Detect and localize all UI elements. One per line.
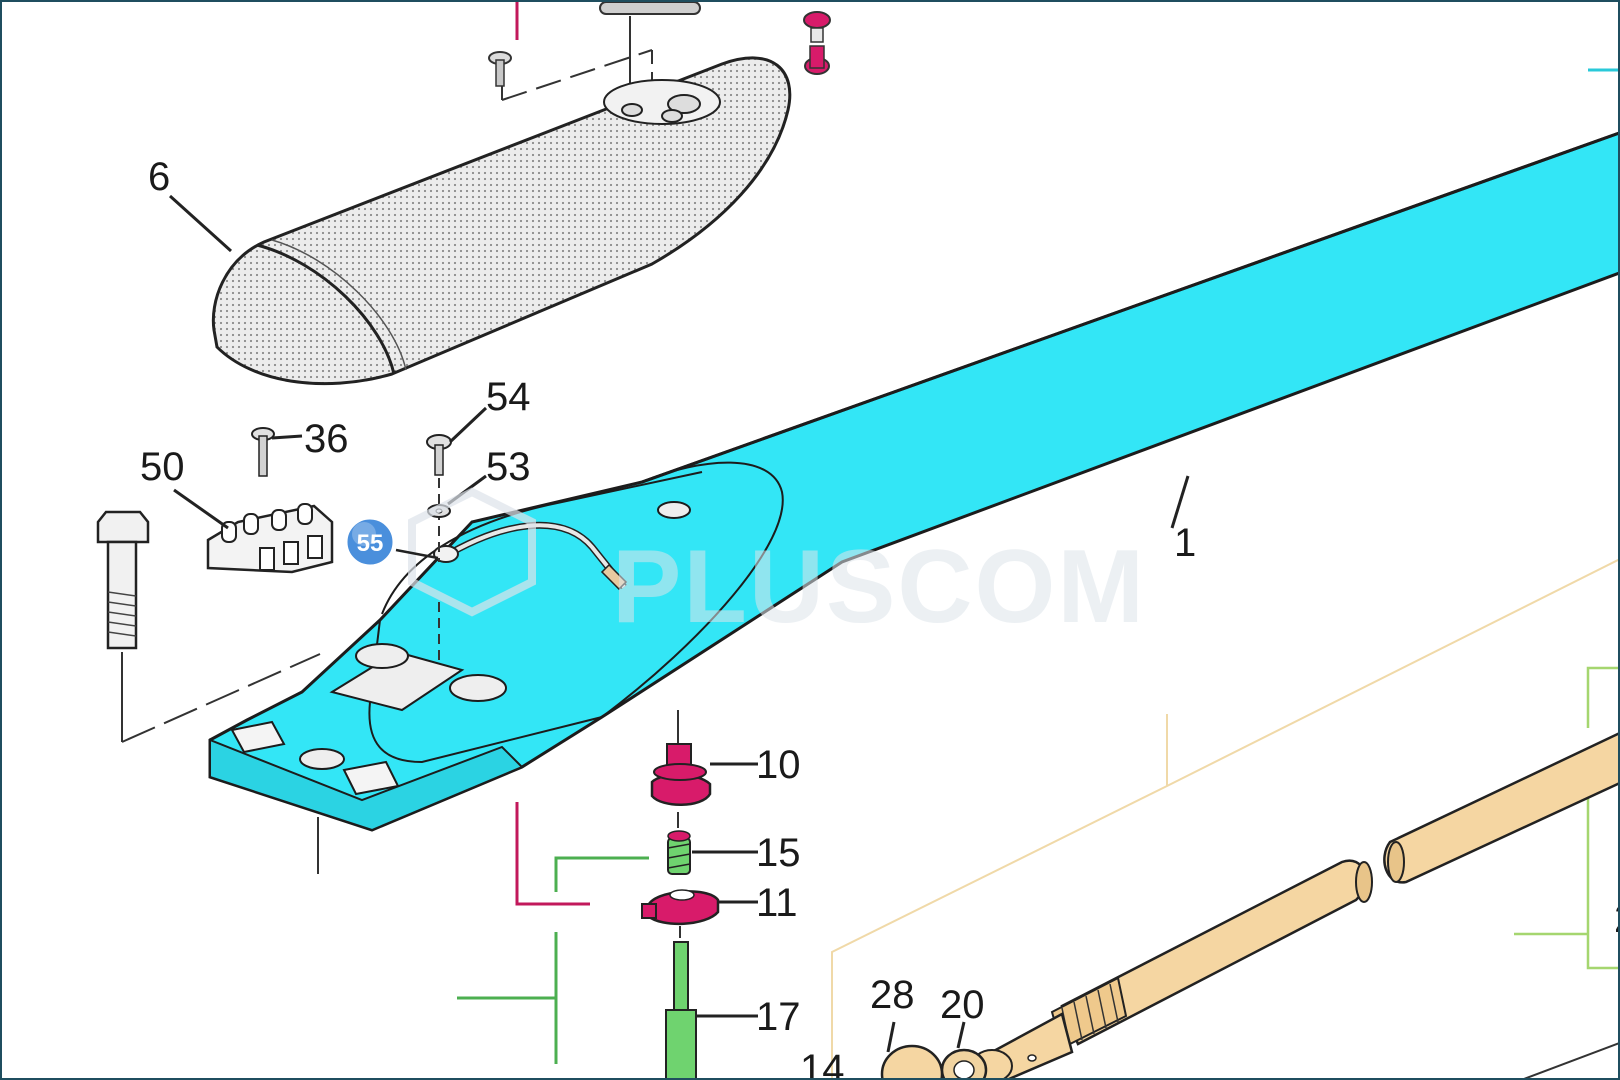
callout-10: 10 — [756, 743, 801, 787]
hotspot-label-55: 55 — [357, 530, 384, 557]
callout-28: 28 — [870, 973, 915, 1017]
callout-20: 20 — [940, 983, 985, 1027]
callout-15: 15 — [756, 831, 801, 875]
callout-50: 50 — [140, 445, 185, 489]
cover-part-6 — [168, 56, 792, 386]
screw-part-36 — [251, 427, 303, 477]
callout-17: 17 — [756, 995, 801, 1039]
callout-2: 2 — [1614, 897, 1620, 941]
hex-bolt — [96, 510, 321, 743]
callout-54: 54 — [486, 375, 531, 419]
watermark-text: PLUSCOM — [612, 529, 1146, 645]
ground-wire — [433, 521, 628, 591]
assembly-bracket-lines — [457, 68, 1618, 1078]
stack-parts-10-15-11-17 — [641, 743, 758, 1078]
magenta-screw-top — [803, 11, 831, 75]
pluscom-watermark: PLUSCOM — [408, 487, 1146, 645]
tube-shaft-assembly — [880, 732, 1618, 1078]
callout-1: 1 — [1174, 521, 1196, 565]
hotspot-part-55[interactable]: 55 — [344, 516, 439, 568]
screw-part-54 — [426, 406, 488, 662]
callout-53: 53 — [486, 445, 531, 489]
small-screw-top — [488, 51, 512, 87]
terminal-block-part-50 — [173, 488, 334, 574]
callout-11: 11 — [756, 881, 798, 925]
callout-6: 6 — [148, 155, 170, 199]
callout-14: 14 — [800, 1047, 845, 1080]
callout-36: 36 — [304, 417, 349, 461]
arm-body-part-1 — [208, 131, 1618, 874]
callout-labels: 6 54 36 53 50 1 10 15 11 17 28 20 14 2 — [140, 155, 1620, 1080]
